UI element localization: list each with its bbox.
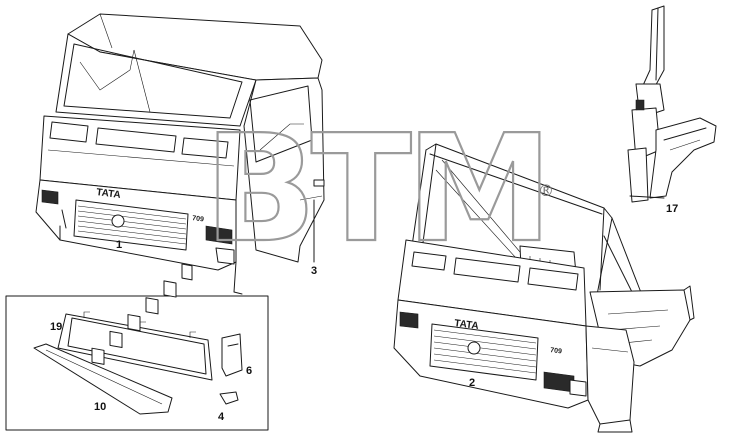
grille-panel-slots xyxy=(91,263,193,365)
callout-19: 19 xyxy=(50,321,62,333)
cab-1-grille xyxy=(77,205,187,245)
callout-3: 3 xyxy=(311,265,317,277)
callout-4: 4 xyxy=(218,411,225,423)
grille-parts-detail-box xyxy=(5,263,269,431)
registered-mark: ® xyxy=(538,181,554,200)
complete-cab-assembly: TATA 709 xyxy=(35,13,325,295)
cab-2-logo: TATA xyxy=(454,318,480,332)
callout-2: 2 xyxy=(469,377,475,389)
callout-1: 1 xyxy=(116,239,122,251)
callout-17: 17 xyxy=(666,203,678,215)
cab-1-logo: TATA xyxy=(96,187,122,201)
watermark-text: BTM xyxy=(204,103,547,275)
pillar-reinforcement-part xyxy=(627,5,717,203)
cab-shell-assembly: TATA 709 xyxy=(393,143,695,433)
cab-1-model-badge: 709 xyxy=(192,215,205,223)
cab-2-model-badge: 709 xyxy=(550,347,563,355)
callout-6: 6 xyxy=(246,365,252,377)
cab-2-grille xyxy=(433,329,537,374)
btm-watermark: BTM ® xyxy=(203,102,554,276)
callout-10: 10 xyxy=(94,401,106,413)
